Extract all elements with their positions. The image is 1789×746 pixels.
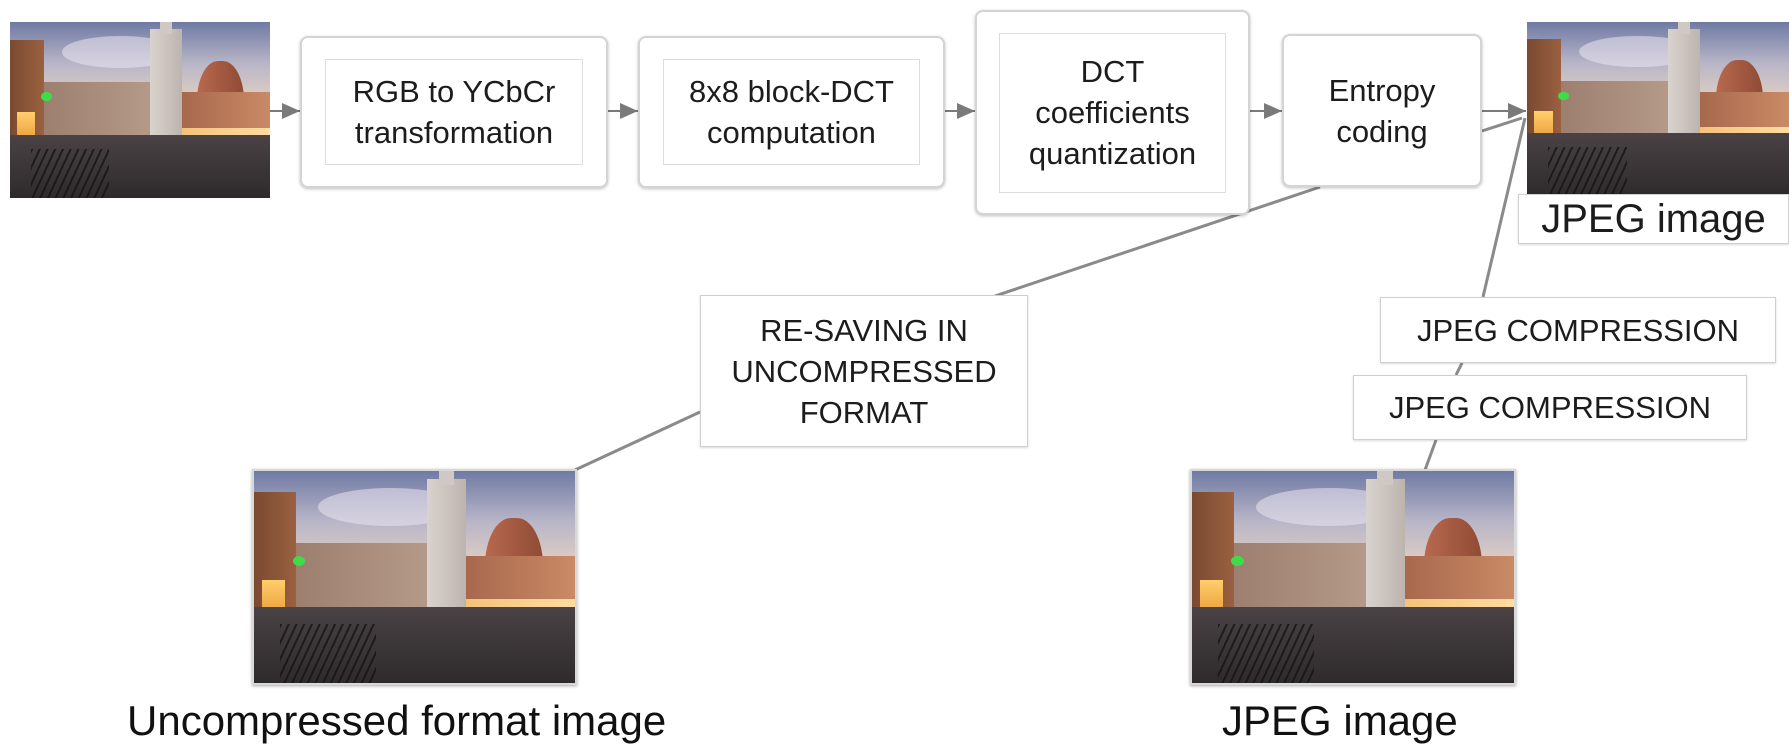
rgb-to-ycbcr-label: RGB to YCbCr transformation: [325, 59, 583, 165]
recompressed-jpeg-photo: [1190, 469, 1516, 685]
output-jpeg-photo: [1527, 22, 1789, 196]
uncompressed-photo: [252, 469, 577, 685]
block-dct-label: 8x8 block-DCT computation: [663, 59, 920, 165]
resave-line-upper: [994, 185, 1321, 298]
dct-quantization-box: DCT coefficients quantization: [975, 10, 1250, 215]
input-photo: [10, 22, 270, 198]
output-jpeg-caption: JPEG image: [1518, 194, 1789, 244]
rgb-to-ycbcr-box: RGB to YCbCr transformation: [300, 36, 608, 188]
jpeg-compression-label-1: JPEG COMPRESSION: [1380, 297, 1776, 363]
dct-quantization-label: DCT coefficients quantization: [999, 32, 1226, 193]
resaving-uncompressed-label: RE-SAVING IN UNCOMPRESSED FORMAT: [700, 295, 1028, 447]
jpeg-caption: JPEG image: [1222, 697, 1458, 744]
compression-line-middle: [1454, 362, 1464, 376]
entropy-coding-label: Entropy coding: [1328, 72, 1436, 149]
jpeg-compression-label-2: JPEG COMPRESSION: [1353, 375, 1747, 440]
resave-line-lower: [574, 410, 701, 472]
compression-line-lower: [1423, 439, 1438, 471]
compression-line-upper: [1481, 117, 1527, 298]
jpeg-line-to-output: [1481, 116, 1523, 133]
block-dct-box: 8x8 block-DCT computation: [638, 36, 945, 188]
entropy-coding-box: Entropy coding: [1282, 34, 1482, 187]
uncompressed-caption: Uncompressed format image: [127, 697, 667, 744]
